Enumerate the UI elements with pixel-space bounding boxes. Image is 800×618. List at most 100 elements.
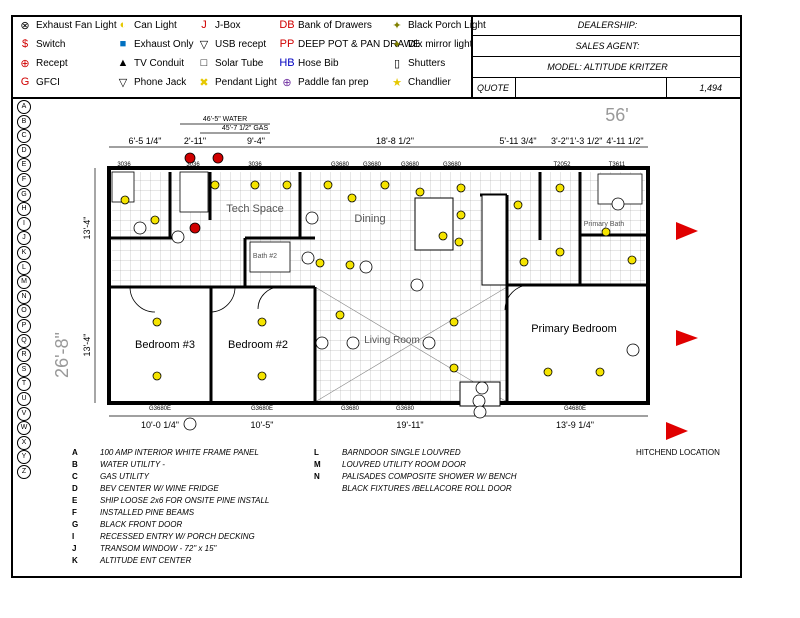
letter-index-item: L (17, 260, 31, 275)
legend-label: Chandlier (408, 77, 451, 88)
receptacle-icon: ⊕ (20, 58, 30, 70)
note-row: BLACK FIXTURES /BELLACORE ROLL DOOR (314, 484, 517, 496)
note-row: G BLACK FRONT DOOR (72, 520, 269, 532)
legend-item: $ Switch (17, 38, 66, 50)
note-text: RECESSED ENTRY W/ PORCH DECKING (100, 532, 255, 541)
phone-jack-icon: ▽ (118, 77, 128, 89)
legend-item: ✦ Dlx mirror light (389, 38, 472, 51)
model-row: MODEL: ALTITUDE KRITZER (473, 57, 742, 78)
legend-item: ▽ Phone Jack (115, 76, 187, 89)
legend-item: □Solar Tube (196, 57, 264, 69)
note-key: N (314, 472, 320, 481)
letter-index-item: G (17, 187, 31, 202)
dealership-label: DEALERSHIP: (577, 20, 638, 30)
pendant-light-icon: ✖ (199, 77, 209, 89)
legend-label: Paddle fan prep (298, 77, 369, 88)
quote-blank (516, 78, 667, 98)
dealership-row: DEALERSHIP: (473, 15, 742, 36)
letter-index-item: H (17, 202, 31, 217)
note-key: A (72, 448, 78, 457)
legend-item: ✦ Black Porch Light (389, 19, 486, 32)
note-key: B (72, 460, 78, 469)
letter-index-item: W (17, 421, 31, 436)
note-key: M (314, 460, 321, 469)
legend-label: Switch (36, 38, 66, 50)
legend-label: Shutters (408, 58, 446, 69)
legend-label: Recept (36, 58, 68, 69)
legend-label: GFCI (36, 76, 60, 88)
legend-label: Exhaust Only (134, 38, 194, 50)
letter-index-item: V (17, 406, 31, 421)
legend-label: Exhaust Fan Light (36, 20, 117, 31)
letter-index-item: M (17, 275, 31, 290)
legend-label: Can Light (134, 19, 177, 31)
letter-index-item: S (17, 362, 31, 377)
note-key: L (314, 448, 319, 457)
note-text: WATER UTILITY - (100, 460, 165, 469)
letter-index-item: D (17, 143, 31, 158)
letter-index-item: P (17, 319, 31, 333)
can-light-icon: ◐ (119, 19, 127, 31)
legend-label: Phone Jack (134, 77, 187, 88)
legend-item: ⊗Exhaust Fan Light (17, 19, 117, 32)
tv-conduit-icon: ▲ (117, 57, 129, 69)
letter-index-item: K (17, 246, 31, 260)
shutters-icon: ▯ (393, 58, 401, 70)
legend-item: ✖ Pendant Light (196, 76, 277, 89)
note-text: BLACK FIXTURES /BELLACORE ROLL DOOR (342, 484, 512, 493)
legend-label: Hose Bib (298, 57, 339, 69)
sales-agent-row: SALES AGENT: (473, 36, 742, 57)
gfci-icon: G (20, 76, 30, 88)
legend-item: G GFCI (17, 76, 60, 88)
switch-icon: $ (21, 38, 29, 50)
legend-item: ▽USB recept (196, 38, 266, 51)
letter-index-item: I (17, 216, 31, 231)
legend-label: Dlx mirror light (408, 39, 473, 50)
letter-index-item: Q (17, 333, 31, 348)
quote-label: QUOTE (473, 78, 516, 98)
legend-item: ■Exhaust Only (115, 38, 194, 50)
note-key: D (72, 484, 78, 493)
legend-label: Pendant Light (215, 77, 277, 88)
legend-item: ⊕ Recept (17, 57, 68, 70)
quote-row: QUOTE 1,494 (473, 78, 742, 98)
note-key: F (72, 508, 77, 517)
note-text: BLACK FRONT DOOR (100, 520, 183, 529)
note-key: J (72, 544, 77, 553)
letter-index-item: Z (17, 465, 31, 479)
quote-value: 1,494 (699, 83, 722, 93)
title-block: DEALERSHIP: SALES AGENT: MODEL: ALTITUDE… (473, 15, 742, 99)
note-row: N PALISADES COMPOSITE SHOWER W/ BENCH (314, 472, 517, 484)
usb-receptacle-icon: ▽ (199, 39, 209, 51)
chandelier-icon: ★ (392, 77, 402, 89)
note-key: K (72, 556, 78, 565)
black-porch-light-icon: ✦ (392, 20, 402, 32)
legend-item: ★ Chandlier (389, 76, 451, 89)
legend-label: J-Box (215, 19, 241, 31)
note-text: PALISADES COMPOSITE SHOWER W/ BENCH (342, 472, 517, 481)
legend-label: DEEP POT & PAN DRAWE (298, 38, 420, 50)
note-text: INSTALLED PINE BEAMS (100, 508, 195, 517)
legend-label: Black Porch Light (408, 20, 486, 31)
legend-item: ▯ Shutters (389, 57, 445, 70)
deep-pot-pan-drawer-icon: PP (279, 38, 295, 50)
letter-index-item: B (17, 114, 31, 129)
letter-index-item: T (17, 377, 31, 392)
legend-item: ◐ Can Light (115, 19, 177, 31)
note-key: G (72, 520, 79, 529)
legend-item: ⊕Paddle fan prep (279, 76, 369, 89)
hose-bib-icon: HB (279, 57, 295, 69)
sales-agent-label: SALES AGENT: (575, 41, 640, 51)
dlx-mirror-light-icon: ✦ (392, 39, 402, 51)
model-label: MODEL: ALTITUDE KRITZER (547, 62, 668, 72)
